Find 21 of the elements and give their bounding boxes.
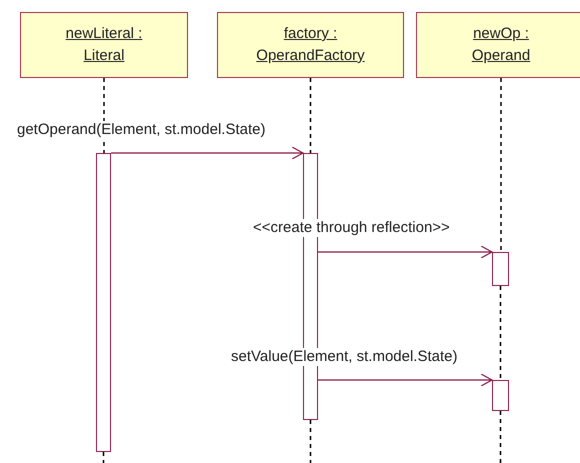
object-box xyxy=(217,12,404,78)
activation-bar xyxy=(492,380,509,411)
lifeline xyxy=(102,452,104,463)
message-arrow xyxy=(111,146,304,160)
lifeline xyxy=(500,286,502,380)
lifeline xyxy=(310,78,312,153)
activation-bar xyxy=(96,153,111,452)
message-arrow xyxy=(318,245,493,259)
lifeline xyxy=(500,78,502,252)
object-box xyxy=(416,12,580,78)
message-label: <<create through reflection>> xyxy=(252,219,451,237)
message-label: getOperand(Element, st.model.State) xyxy=(16,121,266,139)
message-label: setValue(Element, st.model.State) xyxy=(230,348,458,366)
object-box xyxy=(20,12,188,78)
lifeline xyxy=(310,420,312,463)
lifeline xyxy=(500,411,502,463)
object-name: factory : OperandFactory xyxy=(255,24,366,66)
object-name: newLiteral : Literal xyxy=(64,24,144,66)
message-arrow xyxy=(318,373,493,387)
activation-bar xyxy=(492,252,509,286)
object-name: newOp : Operand xyxy=(470,24,532,66)
